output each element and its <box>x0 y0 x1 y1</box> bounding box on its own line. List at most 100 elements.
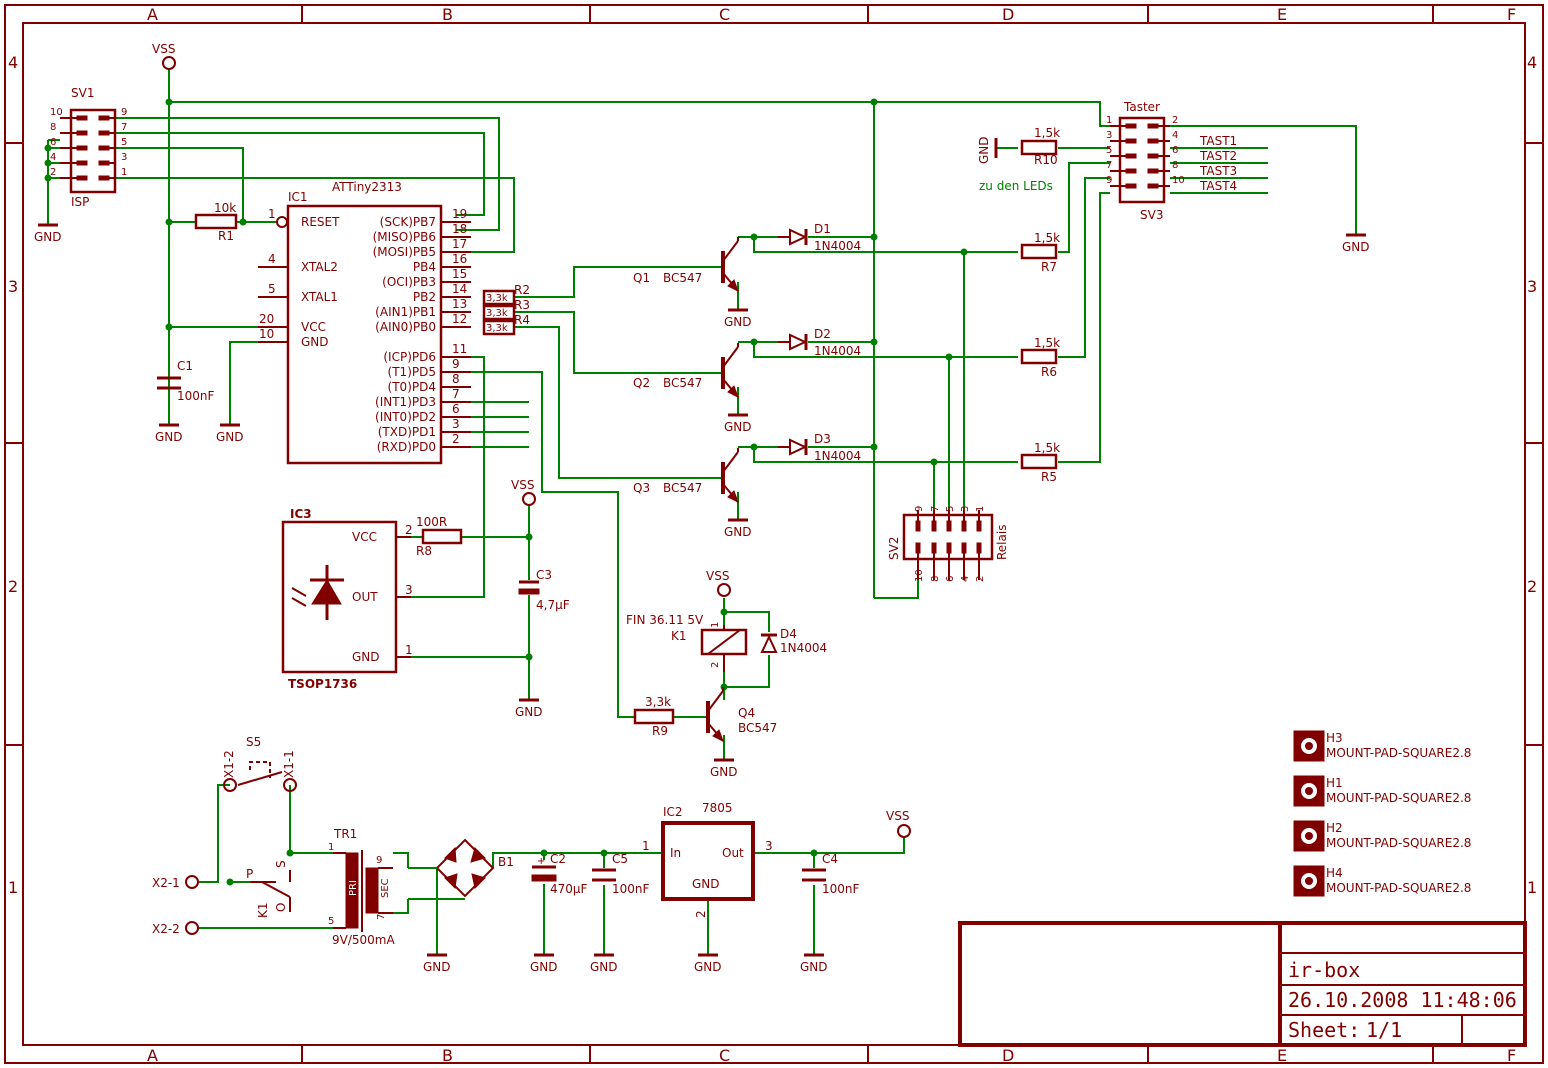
svg-text:1,5k: 1,5k <box>1034 441 1060 455</box>
ic1-pin-name: GND <box>301 335 329 349</box>
svg-text:S5: S5 <box>246 735 261 749</box>
row-label: 4 <box>8 53 18 72</box>
svg-text:OUT: OUT <box>352 590 378 604</box>
sv3-pin-num: 1 <box>1106 115 1112 126</box>
bridge-rectifier-b1: B1 <box>408 838 514 900</box>
ic1-pin-num: 2 <box>452 432 460 446</box>
title-datetime: 26.10.2008 11:48:06 <box>1288 988 1517 1012</box>
sv1-pin-num: 10 <box>50 107 63 118</box>
svg-text:FIN 36.11 5V: FIN 36.11 5V <box>626 613 704 627</box>
ic1-pin-num: 17 <box>452 237 467 251</box>
sv1-pin-num: 4 <box>50 152 56 163</box>
sv2-pin-num: 7 <box>930 506 941 512</box>
gnd-label: GND <box>216 430 244 444</box>
svg-text:C3: C3 <box>536 568 552 582</box>
drawing-frame <box>4 4 1544 1064</box>
gnd-label: GND <box>423 960 451 974</box>
transformer-tr1: TR1 9V/500mA PRI SEC 1 5 9 7 <box>328 827 395 947</box>
svg-text:2: 2 <box>694 910 708 918</box>
svg-text:R9: R9 <box>652 724 668 738</box>
ic1-pin-num: 15 <box>452 267 467 281</box>
svg-text:1,5k: 1,5k <box>1034 126 1060 140</box>
vss-symbol-relay: VSS <box>706 569 731 597</box>
svg-text:H4: H4 <box>1326 866 1343 880</box>
title-sheet-label: Sheet: <box>1288 1018 1360 1042</box>
gnd-label: GND <box>694 960 722 974</box>
svg-text:1,5k: 1,5k <box>1034 231 1060 245</box>
sv2-pin-num: 3 <box>960 506 971 512</box>
svg-text:Q1: Q1 <box>633 271 650 285</box>
svg-text:R5: R5 <box>1041 470 1057 484</box>
switch-s5: S5 X1-2 X1-1 <box>222 735 297 792</box>
ic1-pin-name: (INT1)PD3 <box>375 395 436 409</box>
ic1-pin-name: (MISO)PB6 <box>373 230 436 244</box>
sv2-pin-num: 9 <box>914 506 925 512</box>
column-label: E <box>1277 1046 1287 1065</box>
sv3-pin-num: 6 <box>1172 145 1178 156</box>
capacitor-c4: C4 100nF <box>802 852 860 896</box>
sv1-pin-num: 6 <box>50 137 56 148</box>
mount-pads: H3MOUNT-PAD-SQUARE2.8H1MOUNT-PAD-SQUARE2… <box>1293 730 1471 897</box>
sv2-pin-num: 4 <box>960 576 971 582</box>
net-tast3: TAST3 <box>1199 164 1237 178</box>
svg-text:3,3k: 3,3k <box>486 323 508 334</box>
column-label: B <box>442 5 453 24</box>
svg-text:IC2: IC2 <box>663 805 683 819</box>
svg-text:Out: Out <box>722 846 744 860</box>
svg-text:D2: D2 <box>814 327 831 341</box>
svg-text:MOUNT-PAD-SQUARE2.8: MOUNT-PAD-SQUARE2.8 <box>1326 836 1471 850</box>
svg-text:GND: GND <box>352 650 380 664</box>
sv1-ref: SV1 <box>71 86 94 100</box>
ic1-pin-name: (AIN1)PB1 <box>375 305 436 319</box>
title-sheet: 1/1 <box>1366 1018 1402 1042</box>
column-label: C <box>719 1046 730 1065</box>
svg-text:100nF: 100nF <box>612 882 650 896</box>
ic1-pin-name: RESET <box>301 215 340 229</box>
ic1-part: ATTiny2313 <box>332 180 402 194</box>
sv1-pin-num: 1 <box>121 167 127 178</box>
svg-text:1N4004: 1N4004 <box>814 239 861 253</box>
svg-text:R6: R6 <box>1041 365 1057 379</box>
svg-text:VSS: VSS <box>706 569 729 583</box>
sv2-pin-num: 6 <box>945 576 956 582</box>
row-label: 3 <box>1527 277 1537 296</box>
svg-text:D1: D1 <box>814 222 831 236</box>
column-label: B <box>442 1046 453 1065</box>
ic1-ref: IC1 <box>288 190 308 204</box>
svg-text:X1-1: X1-1 <box>282 750 296 778</box>
sv3-pin-num: 4 <box>1172 130 1178 141</box>
svg-text:7805: 7805 <box>702 801 733 815</box>
column-label: F <box>1507 1046 1516 1065</box>
svg-text:IC3: IC3 <box>290 507 312 521</box>
sv3-name: SV3 <box>1140 208 1163 222</box>
svg-text:Q2: Q2 <box>633 376 650 390</box>
sv1-pin-num: 5 <box>121 137 127 148</box>
gnd-label: GND <box>800 960 828 974</box>
wires <box>47 68 1357 955</box>
svg-text:MOUNT-PAD-SQUARE2.8: MOUNT-PAD-SQUARE2.8 <box>1326 791 1471 805</box>
ic1-pin-name: (T0)PD4 <box>388 380 436 394</box>
ic1-pin-num: 18 <box>452 222 467 236</box>
resistors: 10kR11,5kR101,5kR71,5kR61,5kR53,3kR23,3k… <box>194 126 1060 738</box>
capacitor-c1: C1 100nF <box>157 359 215 403</box>
svg-text:100R: 100R <box>416 515 447 529</box>
ic1-pin-name: (INT0)PD2 <box>375 410 436 424</box>
capacitor-c5: C5 100nF <box>592 852 650 896</box>
svg-text:K1: K1 <box>256 902 270 918</box>
row-label: 3 <box>8 277 18 296</box>
diode-d1: D1 1N4004 <box>778 222 861 253</box>
svg-text:5: 5 <box>328 916 334 927</box>
sv3-pin-num: 2 <box>1172 115 1178 126</box>
svg-text:100nF: 100nF <box>177 389 215 403</box>
